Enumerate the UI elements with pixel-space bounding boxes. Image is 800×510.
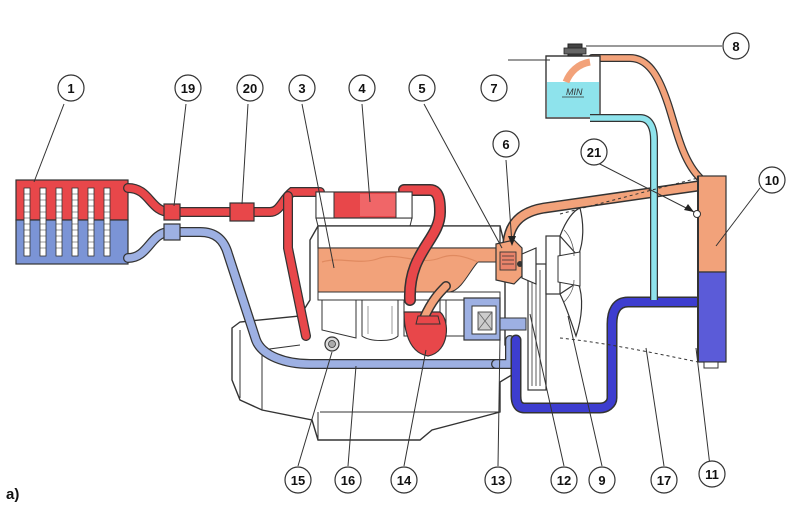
svg-text:13: 13 <box>491 473 505 488</box>
svg-text:4: 4 <box>358 81 366 96</box>
thermostat <box>495 239 523 285</box>
callout-21: 21 <box>580 138 608 166</box>
callout-20: 20 <box>236 74 264 102</box>
leader-lines <box>33 45 761 467</box>
pump-pulley <box>527 263 547 391</box>
callout-7: 7 <box>480 74 508 102</box>
callout-19: 19 <box>174 74 202 102</box>
cold-hoses <box>123 227 702 414</box>
svg-text:19: 19 <box>181 81 195 96</box>
fan-assembly <box>521 207 584 391</box>
heater-tap <box>163 203 181 241</box>
temperature-sensor <box>693 210 701 218</box>
svg-text:20: 20 <box>243 81 257 96</box>
callout-13: 13 <box>484 466 512 494</box>
svg-text:1: 1 <box>67 81 74 96</box>
callout-3: 3 <box>288 74 316 102</box>
svg-text:15: 15 <box>291 473 305 488</box>
svg-text:6: 6 <box>502 137 509 152</box>
heater-valve <box>229 202 255 222</box>
callouts: 1 19 20 3 4 5 7 8 <box>57 32 786 494</box>
callout-8: 8 <box>722 32 750 60</box>
main-radiator <box>693 175 727 369</box>
leader-arrowheads <box>508 204 694 246</box>
callout-9: 9 <box>588 466 616 494</box>
svg-text:21: 21 <box>587 145 601 160</box>
expansion-tank: MIN <box>545 43 601 119</box>
callout-10: 10 <box>758 166 786 194</box>
callout-16: 16 <box>334 466 362 494</box>
callout-4: 4 <box>348 74 376 102</box>
callout-1: 1 <box>57 74 85 102</box>
svg-text:7: 7 <box>490 81 497 96</box>
callout-11: 11 <box>698 460 726 488</box>
callout-6: 6 <box>492 130 520 158</box>
water-pump-housing <box>463 297 527 341</box>
intake-manifold-heater <box>315 191 413 227</box>
callout-14: 14 <box>390 466 418 494</box>
svg-text:14: 14 <box>397 473 412 488</box>
callout-5: 5 <box>408 74 436 102</box>
engine-block <box>231 225 521 441</box>
min-level-label: MIN <box>566 87 583 97</box>
heater-radiator <box>15 179 129 265</box>
svg-text:8: 8 <box>732 39 739 54</box>
svg-text:5: 5 <box>418 81 425 96</box>
svg-text:12: 12 <box>557 473 571 488</box>
hot-hoses <box>123 183 447 341</box>
svg-text:10: 10 <box>765 173 779 188</box>
callout-17: 17 <box>650 466 678 494</box>
svg-text:11: 11 <box>705 467 719 482</box>
callout-12: 12 <box>550 466 578 494</box>
figure-caption: а) <box>6 486 20 503</box>
svg-text:9: 9 <box>598 473 605 488</box>
svg-text:17: 17 <box>657 473 671 488</box>
svg-text:16: 16 <box>341 473 355 488</box>
svg-text:3: 3 <box>298 81 305 96</box>
callout-15: 15 <box>284 466 312 494</box>
